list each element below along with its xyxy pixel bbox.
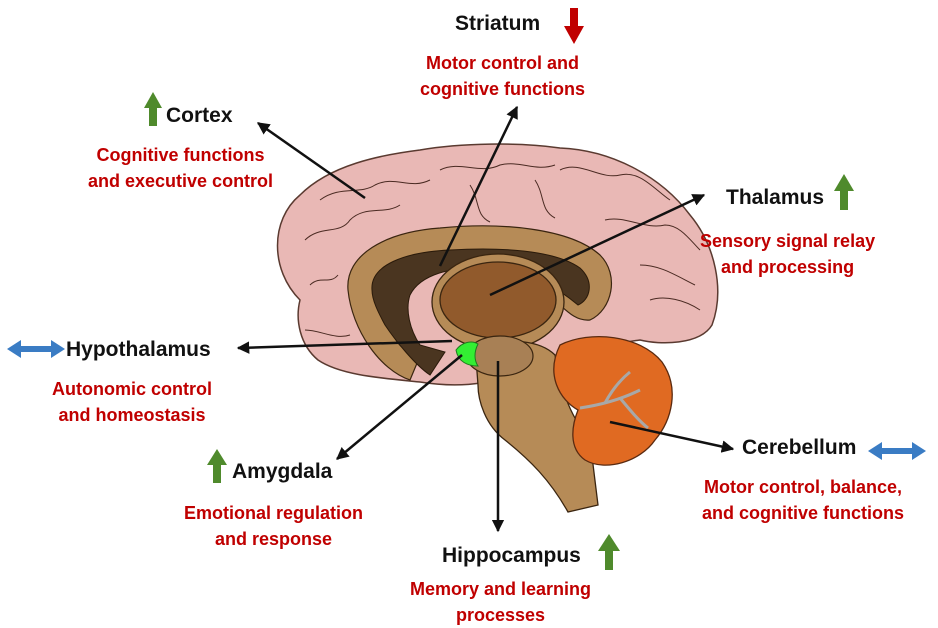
gyri-lines [304,163,701,337]
arrow-cerebellum [609,420,735,453]
brainstem-shape [474,340,599,513]
desc-line: and response [214,529,333,549]
desc-line: Memory and learning [410,579,592,599]
label-hypothalamus: Hypothalamus [66,338,211,361]
desc-cortex: Cognitive functions and executive contro… [88,142,273,194]
label-striatum: Striatum [455,12,541,35]
desc-line: and processing [721,257,855,277]
arrow-hypothalamus [236,339,453,354]
arrow-amygdala [336,354,463,460]
desc-line: and executive control [88,171,274,191]
amygdala-shape [455,341,479,367]
label-hippocampus: Hippocampus [442,544,581,567]
arrow-up-icon [144,92,162,126]
desc-hippocampus: Memory and learning processes [410,576,591,628]
desc-line: and cognitive functions [702,503,905,523]
desc-line: and homeostasis [58,405,206,425]
pointer-arrows [236,105,735,533]
desc-amygdala: Emotional regulation and response [184,500,363,552]
desc-line: Emotional regulation [184,503,364,523]
desc-line: cognitive functions [420,79,586,99]
arrow-striatum [438,105,519,267]
desc-line: Sensory signal relay [700,231,876,251]
arrow-up-icon [598,534,620,570]
midbrain-shape [466,335,534,377]
label-amygdala: Amygdala [232,460,333,483]
arrow-up-icon [207,449,227,483]
desc-line: Motor control, balance, [703,477,903,497]
desc-cerebellum: Motor control, balance, and cognitive fu… [702,474,904,526]
desc-line: Cognitive functions [96,145,265,165]
desc-line: Autonomic control [52,379,212,399]
desc-hypothalamus: Autonomic control and homeostasis [52,376,212,428]
arrow-left-right-icon [868,442,926,460]
desc-line: processes [455,605,546,625]
arrow-left-right-icon [7,340,65,358]
label-cerebellum: Cerebellum [742,436,857,459]
arbor-vitae [579,370,649,430]
arrow-down-icon [564,8,584,44]
arrow-cortex [256,121,366,200]
label-cortex: Cortex [166,104,233,127]
arrow-up-icon [834,174,854,210]
arrow-thalamus [489,193,706,297]
desc-line: Motor control and [426,53,579,73]
desc-striatum: Motor control and cognitive functions [420,50,585,102]
desc-thalamus: Sensory signal relay and processing [700,228,875,280]
label-thalamus: Thalamus [726,186,825,209]
